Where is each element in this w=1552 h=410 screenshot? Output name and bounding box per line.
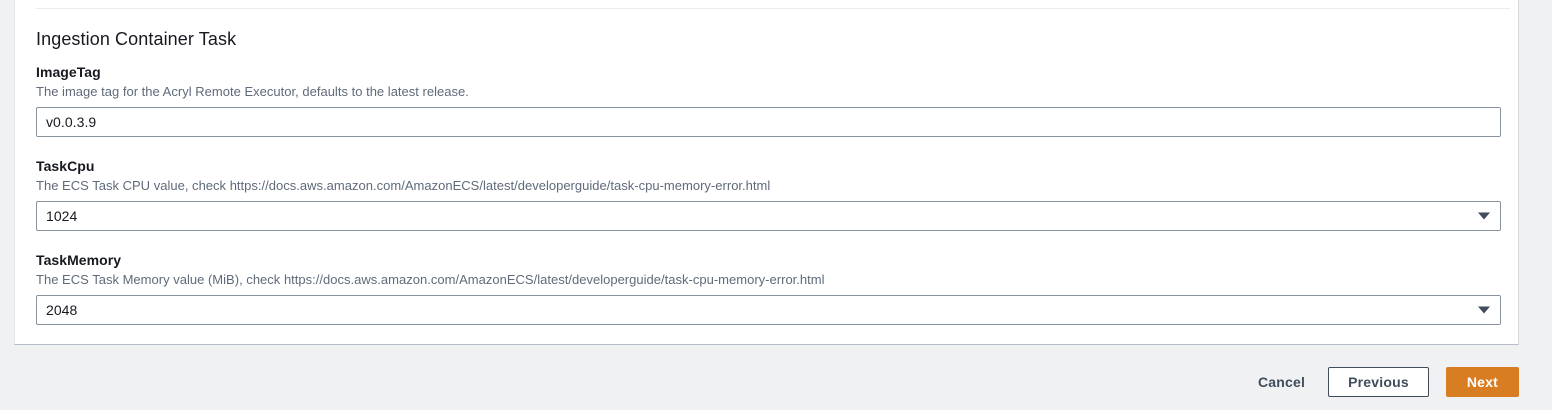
field-label-task-cpu: TaskCpu <box>36 158 95 174</box>
field-description-task-memory: The ECS Task Memory value (MiB), check h… <box>36 272 825 287</box>
chevron-down-icon <box>1478 306 1490 314</box>
cancel-button[interactable]: Cancel <box>1252 367 1311 397</box>
field-task-cpu: TaskCpu The ECS Task CPU value, check ht… <box>36 157 1501 231</box>
task-cpu-select[interactable]: 1024 <box>36 201 1501 231</box>
footer-actions: Cancel Previous Next <box>1252 367 1519 397</box>
field-task-memory: TaskMemory The ECS Task Memory value (Mi… <box>36 251 1501 325</box>
image-tag-input-value: v0.0.3.9 <box>46 114 97 130</box>
task-cpu-select-value: 1024 <box>46 208 78 224</box>
previous-button[interactable]: Previous <box>1328 367 1429 397</box>
card-top-divider <box>36 8 1510 9</box>
next-button[interactable]: Next <box>1445 367 1519 397</box>
field-description-task-cpu: The ECS Task CPU value, check https://do… <box>36 178 771 193</box>
task-memory-select[interactable]: 2048 <box>36 295 1501 325</box>
task-memory-select-value: 2048 <box>46 302 78 318</box>
page-title: Ingestion Container Task <box>36 29 237 49</box>
ingestion-container-task-card: Ingestion Container Task ImageTag The im… <box>14 0 1519 345</box>
field-label-image-tag: ImageTag <box>36 64 101 80</box>
chevron-down-icon <box>1478 212 1490 220</box>
field-image-tag: ImageTag The image tag for the Acryl Rem… <box>36 63 1501 137</box>
field-label-task-memory: TaskMemory <box>36 252 122 268</box>
image-tag-input[interactable]: v0.0.3.9 <box>36 107 1501 137</box>
wizard-footer: Cancel Previous Next <box>0 345 1552 410</box>
field-description-image-tag: The image tag for the Acryl Remote Execu… <box>36 84 469 99</box>
